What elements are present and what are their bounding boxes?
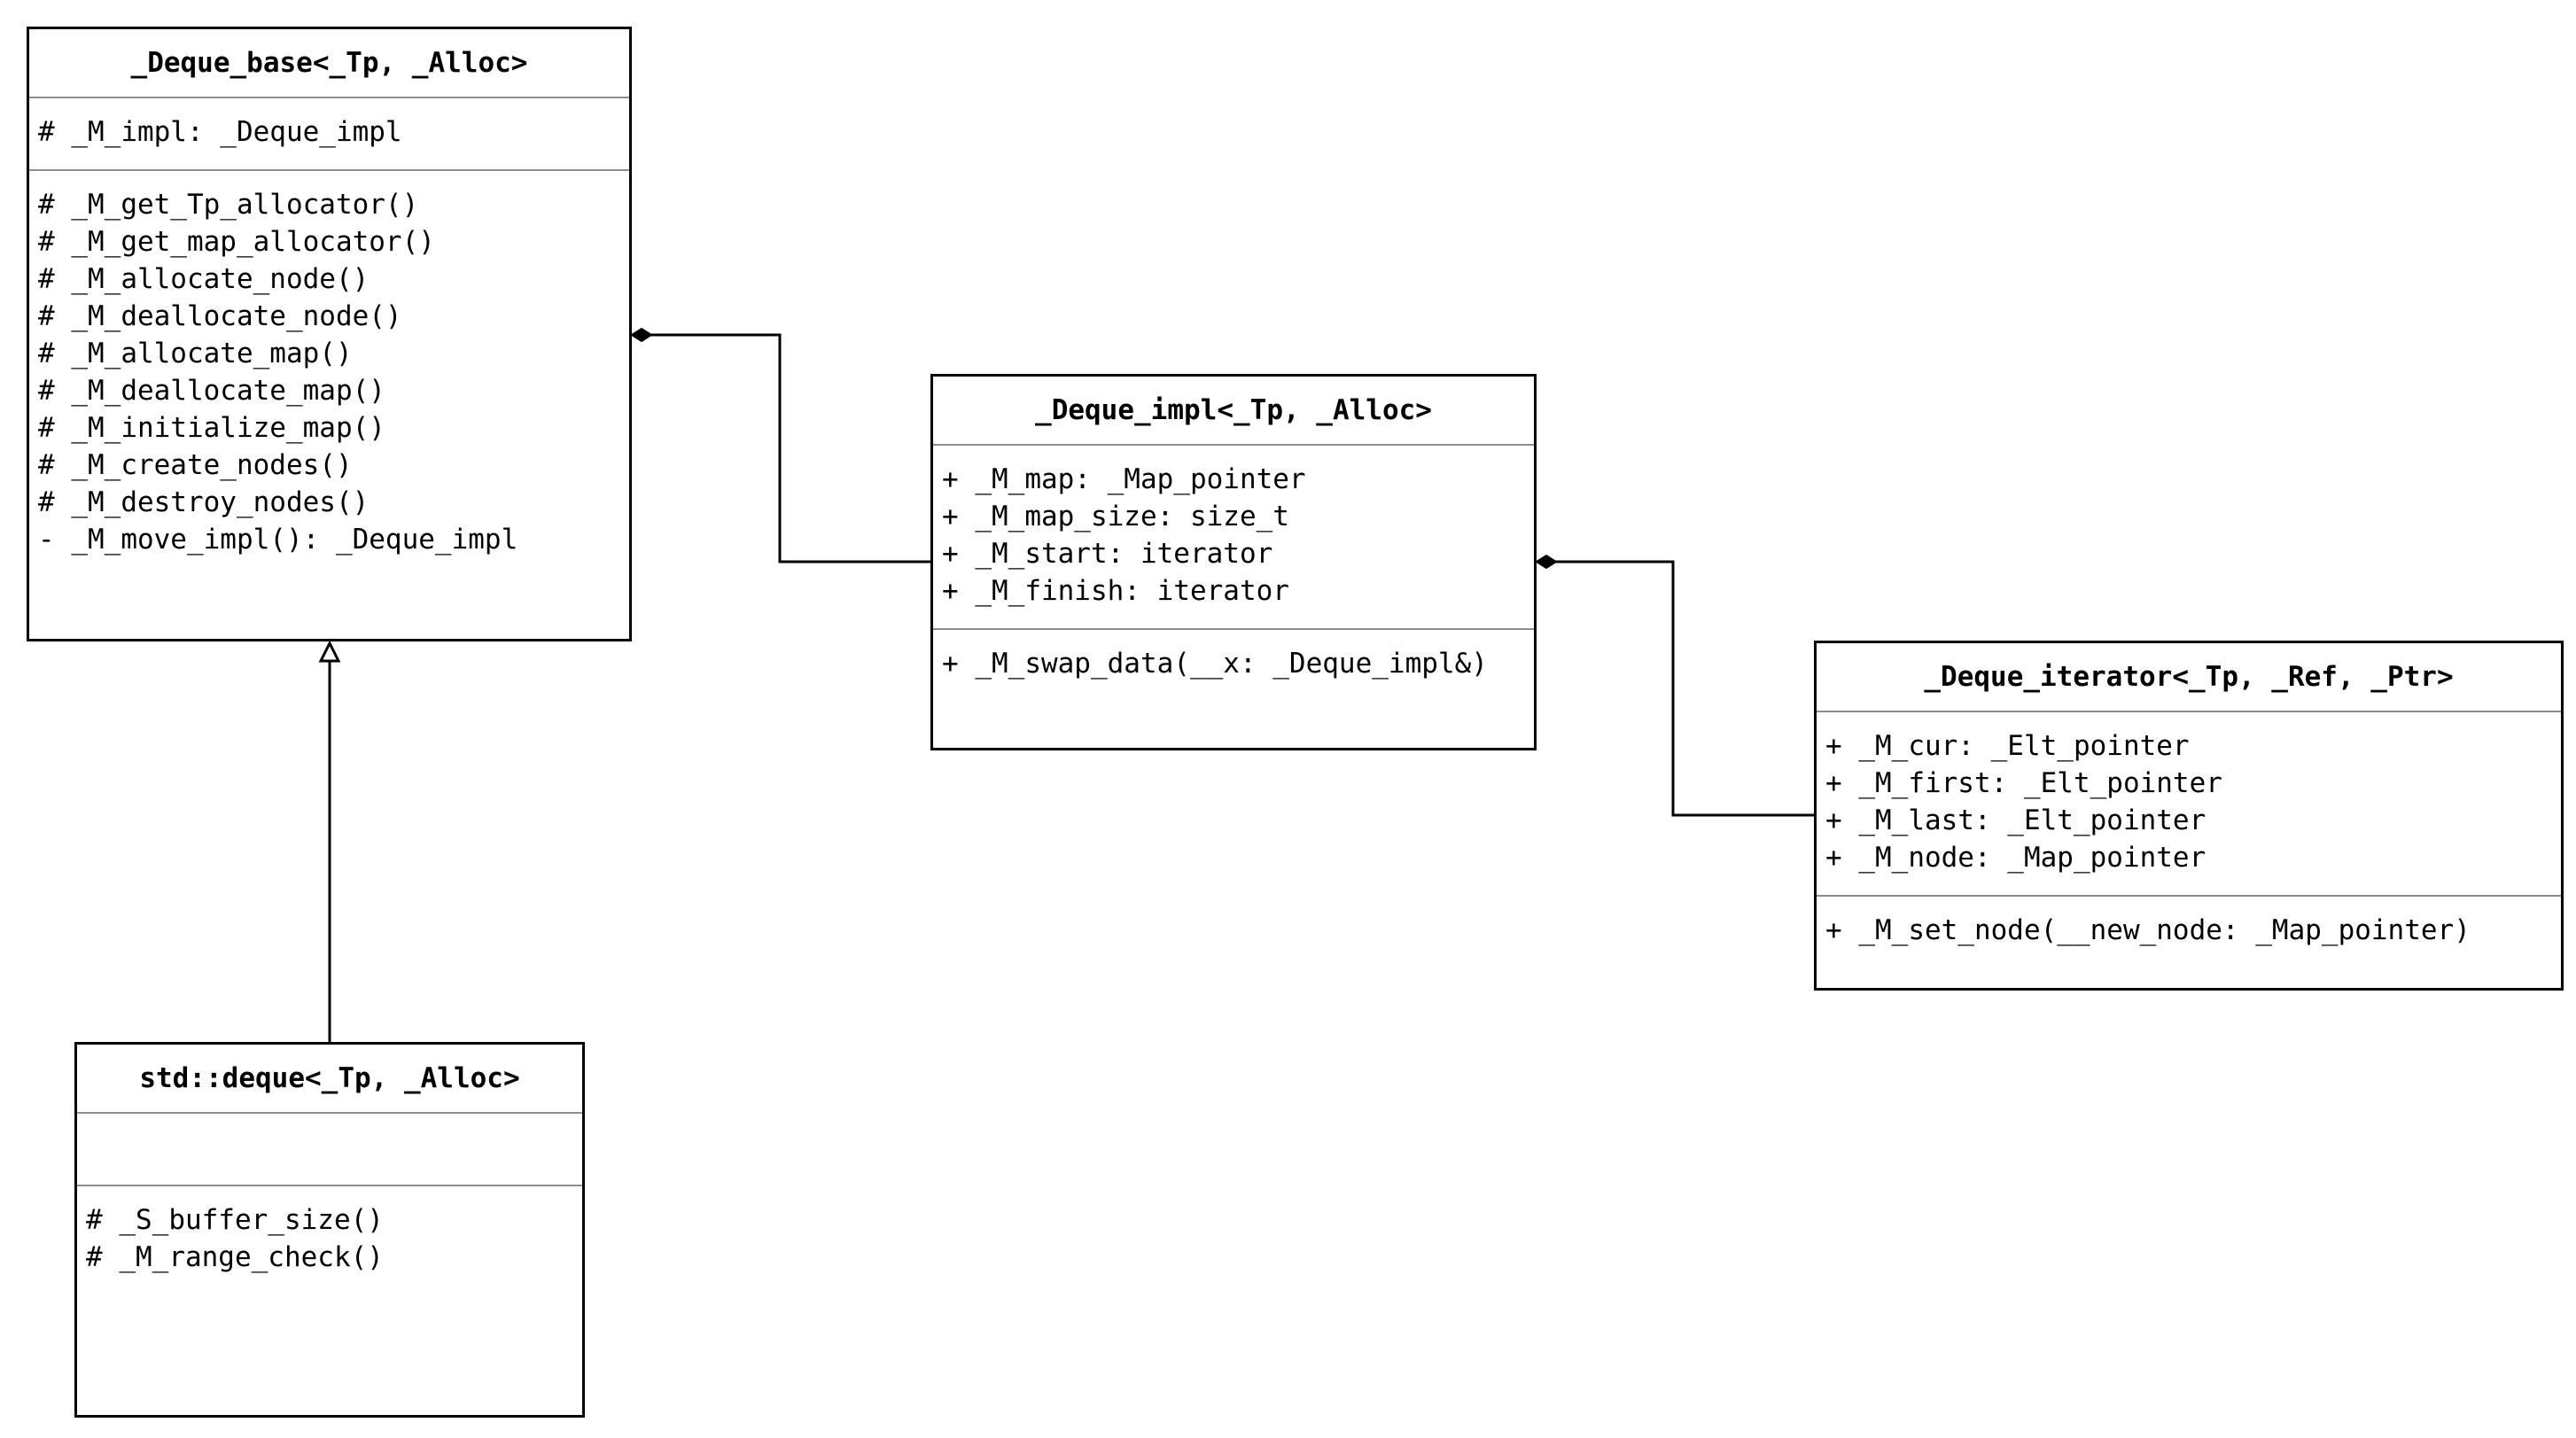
class-name: _Deque_base<_Tp, _Alloc> (130, 47, 528, 79)
attribute: + _M_finish: iterator (942, 575, 1289, 607)
operations-section: + _M_set_node(__new_node: _Map_pointer) (1817, 897, 2561, 949)
composition-base-impl (630, 327, 930, 564)
class-deque-iterator[interactable]: _Deque_iterator<_Tp, _Ref, _Ptr> + _M_cu… (1814, 641, 2564, 991)
composition-diamond-icon (1535, 554, 1558, 570)
attribute: + _M_cur: _Elt_pointer (1825, 730, 2190, 762)
operation: # _M_range_check() (86, 1241, 384, 1273)
attributes-section (77, 1114, 582, 1185)
attribute: + _M_last: _Elt_pointer (1825, 805, 2206, 836)
operation: # _M_deallocate_map() (38, 375, 385, 407)
operation: - _M_move_impl(): _Deque_impl (38, 524, 518, 556)
attribute: # _M_impl: _Deque_impl (38, 116, 402, 148)
class-name: _Deque_impl<_Tp, _Alloc> (1035, 394, 1432, 426)
attributes-section: + _M_map: _Map_pointer + _M_map_size: si… (933, 446, 1534, 628)
divider (1817, 895, 2561, 897)
operations-section: # _S_buffer_size() # _M_range_check() (77, 1186, 582, 1276)
class-std-deque[interactable]: std::deque<_Tp, _Alloc> # _S_buffer_size… (74, 1042, 585, 1418)
operation: # _M_create_nodes() (38, 449, 353, 481)
attribute: + _M_first: _Elt_pointer (1825, 767, 2222, 799)
inheritance-triangle-icon (318, 640, 341, 663)
attribute: + _M_node: _Map_pointer (1825, 842, 2206, 874)
operation: # _M_get_Tp_allocator() (38, 189, 419, 221)
class-name: _Deque_iterator<_Tp, _Ref, _Ptr> (1924, 661, 2454, 693)
attribute: + _M_start: iterator (942, 538, 1273, 570)
attribute: + _M_map_size: size_t (942, 501, 1289, 532)
operations-section: # _M_get_Tp_allocator() # _M_get_map_all… (29, 171, 629, 558)
divider (77, 1112, 582, 1114)
divider (29, 169, 629, 171)
composition-diamond-icon (630, 327, 653, 343)
inheritance-deque-base (318, 640, 341, 1042)
operation: # _S_buffer_size() (86, 1204, 384, 1236)
class-deque-base[interactable]: _Deque_base<_Tp, _Alloc> # _M_impl: _Deq… (27, 27, 632, 641)
operation: # _M_get_map_allocator() (38, 226, 435, 258)
attributes-section: # _M_impl: _Deque_impl (29, 98, 629, 169)
class-name: std::deque<_Tp, _Alloc> (139, 1062, 520, 1094)
operation: # _M_allocate_node() (38, 263, 370, 295)
operations-section: + _M_swap_data(__x: _Deque_impl&) (933, 630, 1534, 682)
divider (933, 628, 1534, 630)
attributes-section: + _M_cur: _Elt_pointer + _M_first: _Elt_… (1817, 712, 2561, 895)
divider (1817, 711, 2561, 712)
composition-impl-iterator (1535, 554, 1814, 817)
operation: + _M_set_node(__new_node: _Map_pointer) (1825, 914, 2471, 946)
divider (29, 97, 629, 98)
operation: + _M_swap_data(__x: _Deque_impl&) (942, 648, 1488, 680)
operation: # _M_initialize_map() (38, 412, 385, 444)
divider (77, 1185, 582, 1186)
operation: # _M_allocate_map() (38, 338, 353, 369)
operation: # _M_deallocate_node() (38, 300, 402, 332)
operation: # _M_destroy_nodes() (38, 486, 370, 518)
divider (933, 444, 1534, 446)
class-deque-impl[interactable]: _Deque_impl<_Tp, _Alloc> + _M_map: _Map_… (930, 374, 1537, 750)
attribute: + _M_map: _Map_pointer (942, 463, 1306, 495)
